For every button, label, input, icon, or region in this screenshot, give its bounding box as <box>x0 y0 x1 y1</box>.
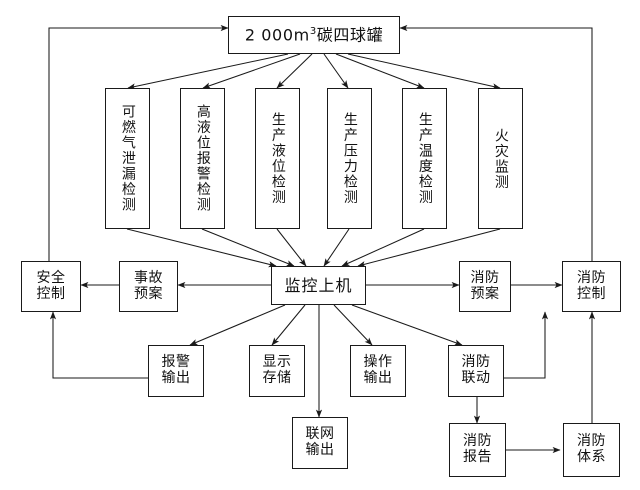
node-fire-report[interactable]: 消防报告 <box>449 423 506 477</box>
node-sensor-high-level-alarm[interactable]: 高液位报警检测 <box>180 88 225 229</box>
node-fire-plan[interactable]: 消防预案 <box>459 261 511 312</box>
node-label: 消防控制 <box>577 269 606 302</box>
node-tank[interactable]: 2 000m3碳四球罐 <box>228 16 400 54</box>
wire-fire-linkage-to-fire-control <box>504 311 549 379</box>
node-fire-linkage[interactable]: 消防联动 <box>448 345 504 397</box>
wire-sensor-2-to-host <box>201 228 295 267</box>
wire-safety-control-to-tank <box>48 24 229 261</box>
wire-host-to-operation-output <box>333 304 373 346</box>
wire-tank-to-sensor-4 <box>323 53 349 89</box>
wire-tank-to-sensor-1 <box>127 53 289 90</box>
wire-tank-to-sensor-3 <box>276 53 313 89</box>
node-sensor-production-temperature[interactable]: 生产温度检测 <box>402 88 447 229</box>
wire-alarm-output-to-safety-control <box>49 311 148 379</box>
node-label: 消防体系 <box>577 433 606 465</box>
node-label: 操作输出 <box>363 354 393 386</box>
node-label: 消防联动 <box>461 354 491 386</box>
node-label: 事故预案 <box>134 269 163 302</box>
node-alarm-output[interactable]: 报警输出 <box>148 345 204 397</box>
node-label: 消防预案 <box>470 269 500 302</box>
wire-sensor-3-to-host <box>276 228 307 267</box>
wire-host-to-display-storage <box>271 304 306 346</box>
node-fire-system[interactable]: 消防体系 <box>563 423 620 477</box>
node-accident-plan[interactable]: 事故预案 <box>119 261 178 312</box>
node-tank-label: 2 000m3碳四球罐 <box>244 25 384 45</box>
node-label: 报警输出 <box>161 354 191 386</box>
wire-tank-to-sensor-6 <box>347 53 501 90</box>
node-sensor-fire-detection[interactable]: 火灾监测 <box>478 88 523 229</box>
wire-tank-to-sensor-2 <box>202 53 301 89</box>
wire-sensor-4-to-host <box>323 228 350 267</box>
node-label: 高液位报警检测 <box>194 104 211 213</box>
wire-sensor-6-to-host <box>357 228 501 268</box>
node-label: 联网输出 <box>305 426 335 458</box>
wire-sensor-1-to-host <box>126 228 277 268</box>
node-sensor-production-pressure[interactable]: 生产压力检测 <box>327 88 372 229</box>
node-label: 监控上机 <box>284 275 353 295</box>
node-label: 火灾监测 <box>492 127 509 190</box>
node-label: 安全控制 <box>36 269 66 302</box>
node-label: 生产液位检测 <box>269 112 286 205</box>
node-network-output[interactable]: 联网输出 <box>292 417 348 469</box>
node-operation-output[interactable]: 操作输出 <box>350 345 406 397</box>
node-display-storage[interactable]: 显示存储 <box>249 345 305 397</box>
node-label: 消防报告 <box>463 433 492 465</box>
wire-host-to-alarm-output <box>189 304 286 346</box>
node-label: 生产温度检测 <box>416 112 433 205</box>
node-label: 可燃气泄漏检测 <box>119 104 136 213</box>
node-fire-control[interactable]: 消防控制 <box>562 261 621 312</box>
wire-sensor-5-to-host <box>341 228 425 267</box>
wire-tank-to-sensor-5 <box>335 53 425 89</box>
wire-fire-control-to-tank <box>399 24 593 262</box>
node-sensor-combustible-gas-leak[interactable]: 可燃气泄漏检测 <box>105 88 150 229</box>
node-sensor-production-level[interactable]: 生产液位检测 <box>255 88 300 229</box>
node-safety-control[interactable]: 安全控制 <box>21 261 81 312</box>
node-monitoring-host[interactable]: 监控上机 <box>271 266 366 305</box>
node-label: 显示存储 <box>262 354 292 386</box>
wire-host-to-fire-linkage <box>351 304 463 346</box>
node-label: 生产压力检测 <box>341 112 358 205</box>
